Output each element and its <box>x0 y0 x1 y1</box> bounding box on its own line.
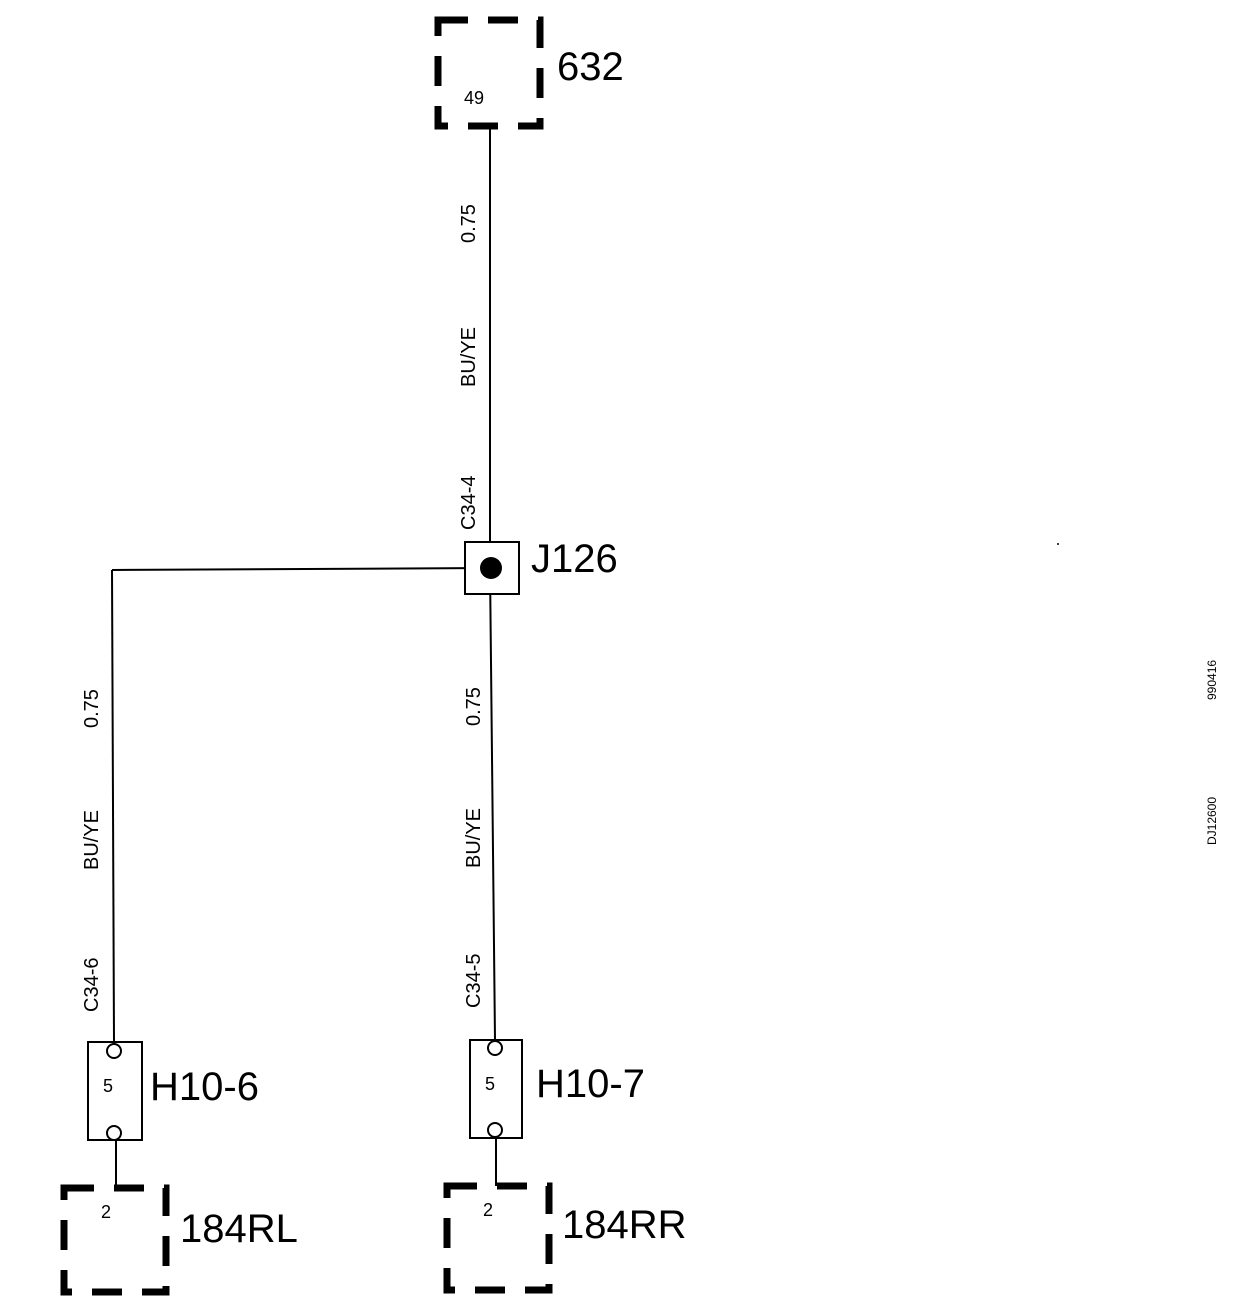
fuse-h10-6-terminal-top <box>106 1043 122 1059</box>
fuse-h10-7-rating: 5 <box>485 1074 495 1094</box>
fuse-h10-6-label: H10-6 <box>150 1065 259 1109</box>
connector-184rr-label: 184RR <box>562 1203 687 1247</box>
wire-left-color-label: BU/YE <box>81 810 103 870</box>
wire-horizontal-branch <box>111 567 491 571</box>
wire-top-connector-pin-label: C34-4 <box>458 476 480 530</box>
wire-top-color-label: BU/YE <box>458 327 480 387</box>
drawing-code: DJ12600 <box>1205 797 1219 845</box>
wire-right-color-label: BU/YE <box>463 808 485 868</box>
fuse-h10-7: 5 H10-7 <box>469 1039 645 1139</box>
fuse-h10-7-terminal-bottom <box>487 1122 503 1138</box>
connector-184rl: 2 184RL <box>60 1184 298 1296</box>
wire-left-vertical <box>111 569 115 1043</box>
connector-632: 49 632 <box>434 16 624 130</box>
splice-dot <box>480 557 502 579</box>
wire-left-size-label: 0.75 <box>81 689 103 728</box>
fuse-h10-7-body <box>469 1039 523 1139</box>
connector-632-pin: 49 <box>464 88 484 108</box>
wire-left-connector-pin-label: C34-6 <box>81 958 103 1012</box>
date-code: 990416 <box>1205 660 1219 700</box>
wire-right-connector-pin-label: C34-5 <box>463 954 485 1008</box>
connector-184rr-pin: 2 <box>483 1200 493 1220</box>
connector-184rr: 2 184RR <box>443 1182 687 1294</box>
connector-184rl-pin: 2 <box>101 1202 111 1222</box>
connector-632-outline <box>434 16 544 130</box>
speck-mark <box>1057 543 1059 545</box>
fuse-h10-7-terminal-top <box>487 1040 503 1056</box>
wire-top-size-label: 0.75 <box>458 204 480 243</box>
fuse-h10-7-label: H10-7 <box>536 1062 645 1106</box>
wire-right-size-label: 0.75 <box>463 687 485 726</box>
fuse-h10-6: 5 H10-6 <box>87 1041 259 1141</box>
connector-632-label: 632 <box>557 45 624 89</box>
splice-j126-label: J126 <box>531 537 618 581</box>
connector-184rl-outline <box>60 1184 170 1296</box>
connector-184rl-label: 184RL <box>180 1207 298 1251</box>
wire-right-vertical <box>489 567 496 1041</box>
fuse-h10-6-terminal-bottom <box>106 1125 122 1141</box>
fuse-h10-6-rating: 5 <box>103 1076 113 1096</box>
connector-184rr-outline <box>443 1182 553 1294</box>
splice-j126: J126 <box>464 537 618 595</box>
